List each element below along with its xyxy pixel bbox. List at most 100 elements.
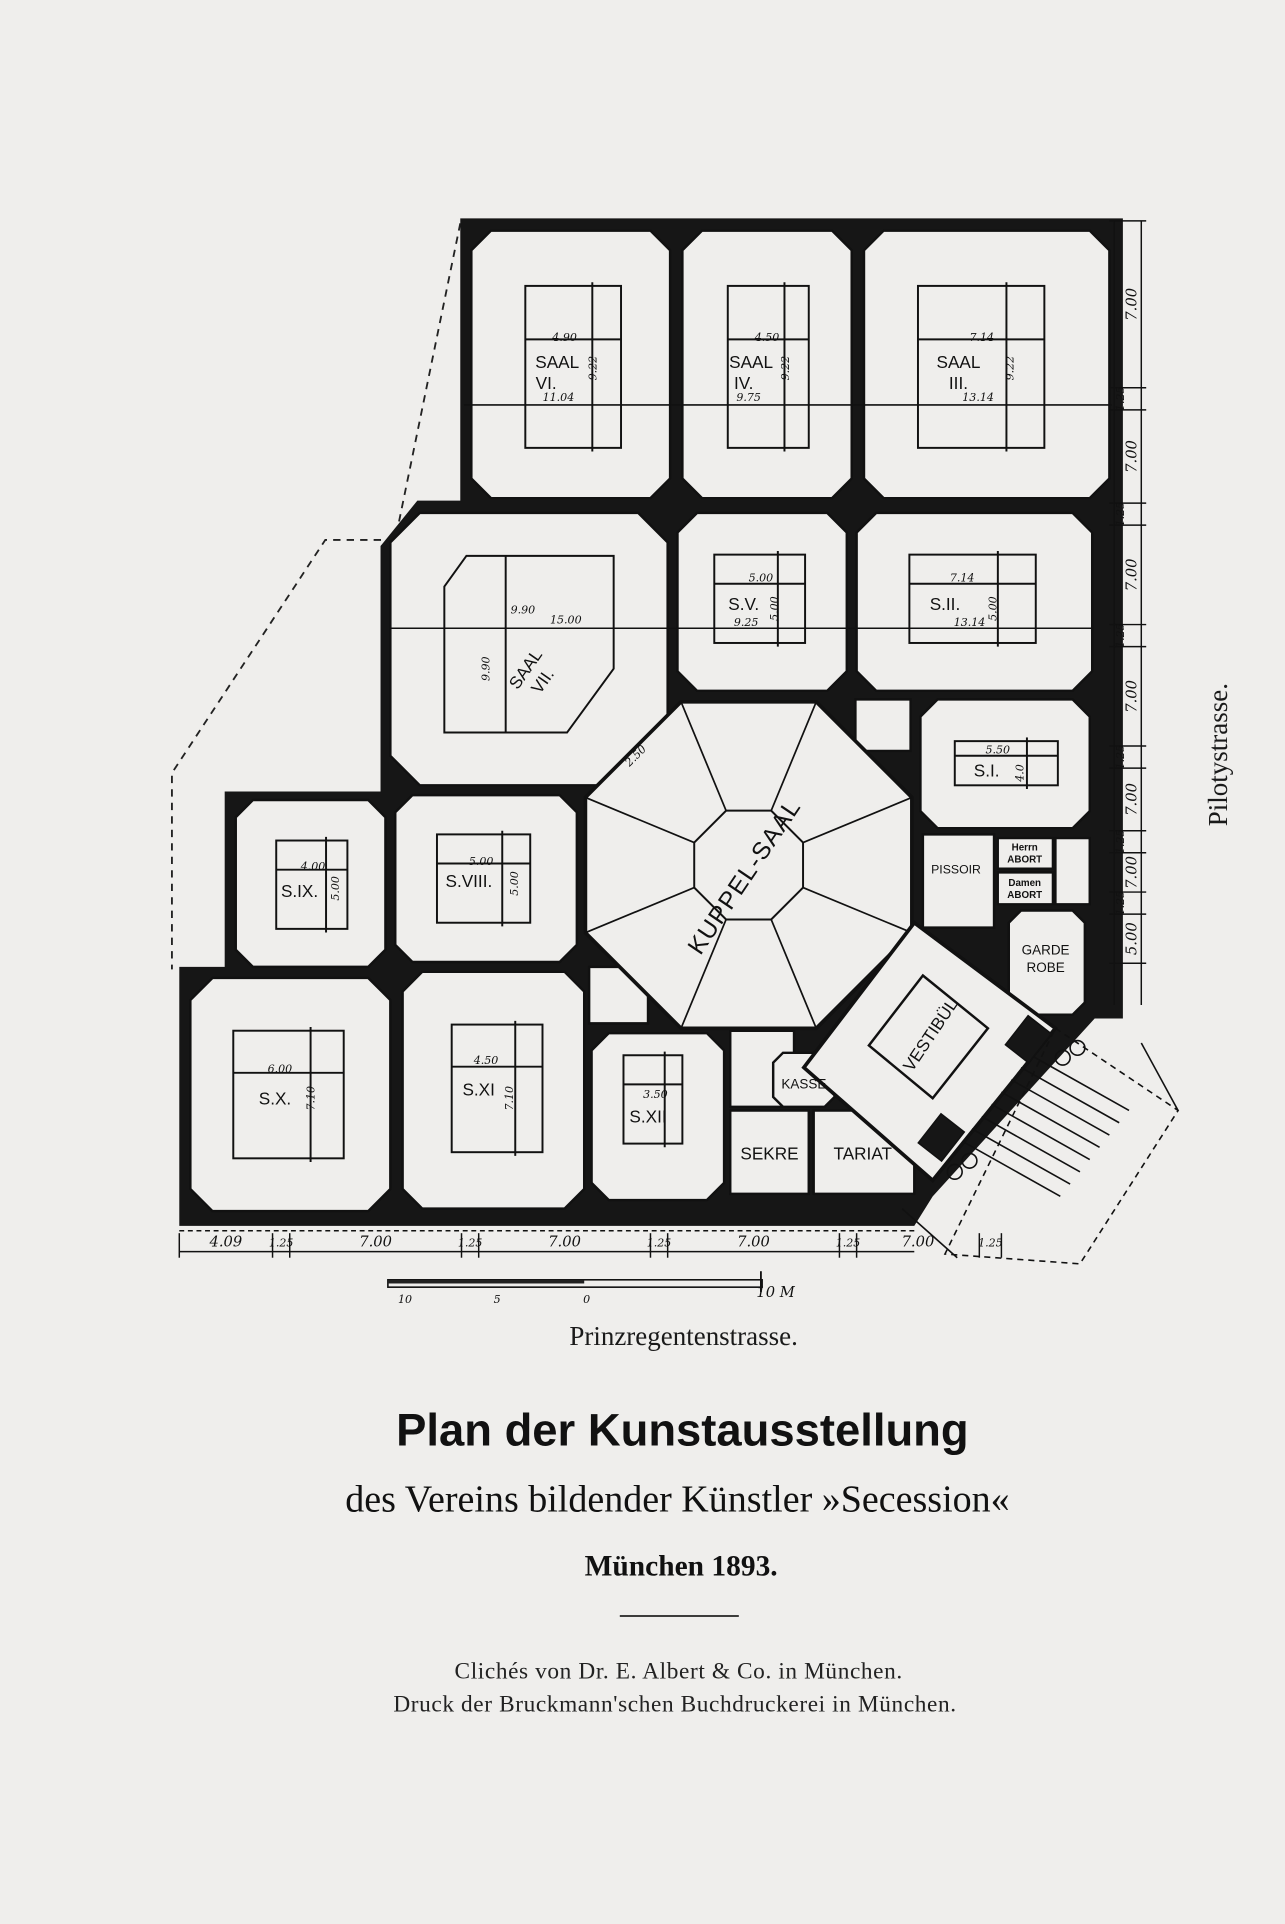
right-dimension-label: 1.25 <box>1114 745 1127 770</box>
vestibule-room <box>801 920 1059 1184</box>
dim: 9.22 <box>1004 356 1017 381</box>
bottom-dimension-label: 1.25 <box>269 1237 294 1250</box>
room-stair-cells <box>1054 836 1091 906</box>
label-saal-vi-num: VI. <box>536 373 557 393</box>
label-s-i: S.I. <box>974 761 1000 781</box>
bottom-dimension-label: 4.09 <box>209 1234 243 1251</box>
scale-tick-10m: 10 M <box>756 1284 795 1301</box>
kuppel-rib <box>802 886 913 934</box>
label-s-x: S.X. <box>259 1088 291 1108</box>
dim: 9.90 <box>480 656 493 681</box>
label-robe: ROBE <box>1026 960 1064 975</box>
room-sekre <box>729 1109 810 1196</box>
right-dimension-label: 1.25 <box>1114 891 1127 916</box>
right-dimension-label: 1.25 <box>1114 829 1127 854</box>
room-s-xi <box>401 970 586 1210</box>
dim: 7.14 <box>969 331 994 344</box>
right-dimension-label: 7.00 <box>1123 856 1140 889</box>
label-saal-iii: SAAL <box>937 352 981 372</box>
label-saal-vi: SAAL <box>535 352 579 372</box>
room-s-x <box>189 976 392 1213</box>
dim: 15.00 <box>550 613 582 626</box>
right-dimension-label: 1.25 <box>1114 502 1127 527</box>
room-s-viii <box>394 793 579 964</box>
street-pilotystrasse: Pilotystrasse. <box>1203 683 1233 826</box>
label-s-xii: S.XII <box>629 1107 666 1127</box>
exhibit-frame <box>726 284 810 449</box>
scale-tick-5: 5 <box>494 1293 501 1306</box>
dim: 5.00 <box>768 596 781 621</box>
dim: 5.00 <box>987 596 1000 621</box>
label-tariat: TARIAT <box>834 1144 893 1164</box>
bottom-dimension-label: 7.00 <box>737 1234 770 1251</box>
label-saal-iv: SAAL <box>729 352 773 372</box>
label-garde: GARDE <box>1022 943 1070 958</box>
dim: 9.75 <box>736 391 761 404</box>
bottom-dimension-label: 1.25 <box>836 1237 861 1250</box>
room-herrn-abort <box>996 836 1055 870</box>
dim: 5.00 <box>469 855 494 868</box>
bottom-dimension-label: 7.00 <box>548 1234 581 1251</box>
exhibit-frame <box>622 1054 684 1145</box>
dim: 4.50 <box>473 1054 499 1067</box>
room-s-xii <box>590 1031 726 1202</box>
exhibit-partitions <box>232 282 1059 1163</box>
bottom-dimension-label: 1.25 <box>647 1237 672 1250</box>
label-kasse: KASSE <box>781 1076 826 1091</box>
dim: 9.22 <box>779 356 792 381</box>
kuppel-rib <box>680 919 727 1029</box>
entrance-steps <box>901 1014 1180 1265</box>
exhibit-frame <box>953 740 1059 787</box>
label-damen: Damen <box>1008 878 1041 889</box>
label-s-xi: S.XI <box>462 1080 494 1100</box>
caption-title: Plan der Kunstausstellung <box>396 1404 969 1455</box>
label-sekre: SEKRE <box>740 1144 798 1164</box>
dim: 4.90 <box>551 331 577 344</box>
exhibit-frame <box>713 553 807 644</box>
label-herrn-abort: ABORT <box>1007 855 1042 866</box>
label-saal-iv-num: IV. <box>734 373 753 393</box>
dim: 5.00 <box>749 572 774 585</box>
room-saal-iii <box>862 229 1111 500</box>
kuppel-saal-octagon <box>583 699 914 1031</box>
bottom-dimension-label: 1.25 <box>978 1237 1003 1250</box>
kuppel-rib <box>585 886 695 934</box>
kuppel-rib <box>770 701 818 811</box>
label-s-v: S.V. <box>728 594 759 614</box>
room-damen-abort <box>996 871 1055 906</box>
bottom-dimension-label: 1.25 <box>458 1237 483 1250</box>
room-garderobe <box>1007 909 1087 1016</box>
dim: 5.50 <box>985 743 1010 756</box>
kuppel-rib <box>770 919 818 1029</box>
label-damen-abort: ABORT <box>1007 890 1042 901</box>
dim: 5.00 <box>508 871 521 896</box>
dim: 4.50 <box>754 331 780 344</box>
dim: 11.04 <box>543 391 575 404</box>
exhibit-frame <box>916 284 1046 449</box>
dim: 9.90 <box>511 604 536 617</box>
right-dimension-label: 7.00 <box>1123 440 1140 473</box>
room-pissoir <box>921 833 996 929</box>
label-pissoir: PISSOIR <box>931 863 981 877</box>
room-dimensions: 4.90 11.04 9.22 4.50 9.75 9.22 7.14 13.1… <box>268 331 1027 1110</box>
right-dimension-chain: 7.001.257.001.257.001.257.001.257.001.25… <box>1109 220 1147 1005</box>
room-s-v <box>676 511 849 693</box>
scale-bar: 10 5 0 10 M <box>387 1271 796 1306</box>
dim: 7.10 <box>304 1086 317 1111</box>
caption-credit-2: Druck der Bruckmann'schen Buchdruckerei … <box>393 1692 956 1718</box>
label-s-ii: S.II. <box>930 594 961 614</box>
room-s-ii <box>855 511 1094 693</box>
right-dimension-label: 7.00 <box>1123 680 1140 713</box>
right-dimension-label: 7.00 <box>1123 783 1140 816</box>
dim: 6.00 <box>268 1062 293 1075</box>
kuppel-rib <box>802 796 913 844</box>
dim: 4.0 <box>1013 764 1026 783</box>
dim: 4.00 <box>300 860 326 873</box>
right-dimension-label: 7.00 <box>1123 288 1140 321</box>
label-s-viii: S.VIII. <box>446 871 493 891</box>
dim: 9.22 <box>586 356 599 381</box>
label-saal-iii-num: III. <box>949 373 968 393</box>
label-s-ix: S.IX. <box>281 881 318 901</box>
